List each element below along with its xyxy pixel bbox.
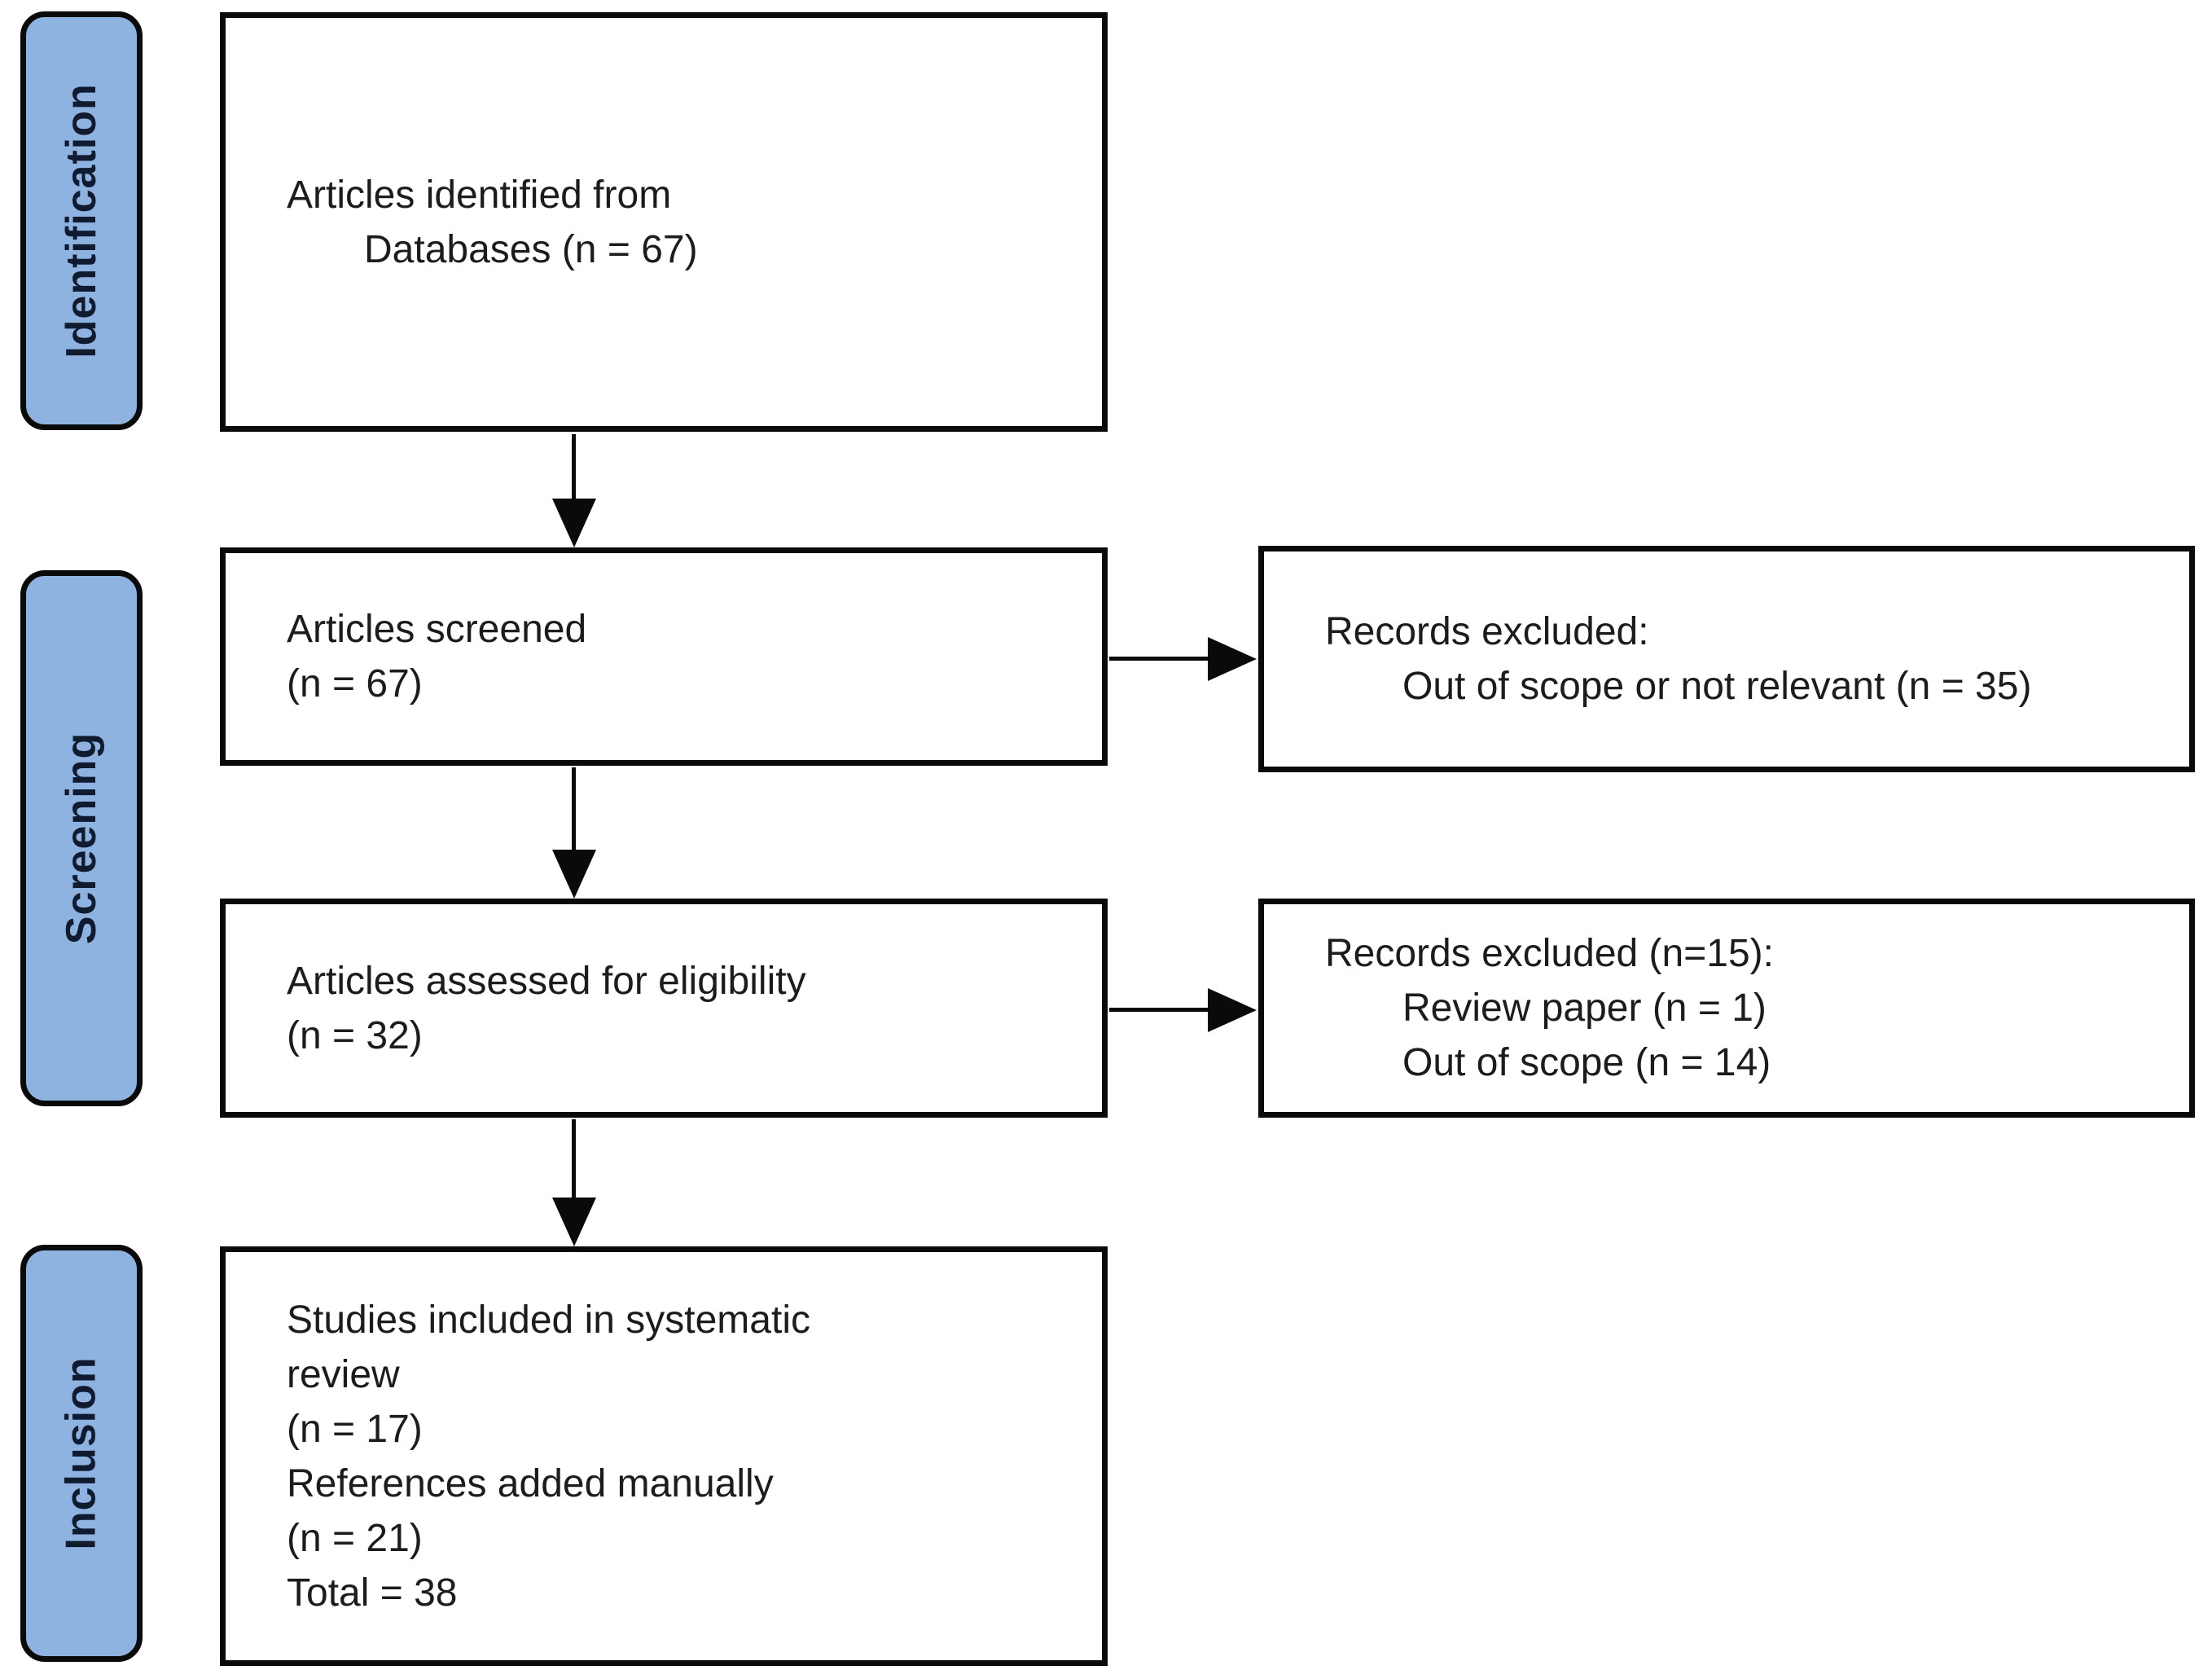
- stage-label-screening-text: Screening: [58, 732, 106, 945]
- box-included-line-5: (n = 21): [287, 1516, 423, 1560]
- box-identified-line-1: Articles identified from: [287, 173, 672, 217]
- box-assessed-line-2: (n = 32): [287, 1013, 423, 1057]
- box-included-line-1: Studies included in systematic: [287, 1298, 810, 1342]
- arrow-assessed-to-excluded-shaft: [1109, 1008, 1211, 1012]
- arrow-identified-to-screened-shaft: [572, 434, 576, 503]
- arrow-assessed-to-included-head-icon: [552, 1198, 596, 1246]
- box-excluded-eligibility-line-3: Out of scope (n = 14): [1402, 1041, 1771, 1084]
- stage-label-inclusion: Inclusion: [20, 1245, 143, 1662]
- arrow-screened-to-assessed-head-icon: [552, 850, 596, 899]
- flow-box-articles-assessed: Articles assessed for eligibility (n = 3…: [220, 899, 1108, 1118]
- flow-box-records-excluded-screening: Records excluded: Out of scope or not re…: [1258, 546, 2195, 772]
- stage-label-screening: Screening: [20, 570, 143, 1106]
- box-included-line-2: review: [287, 1352, 400, 1396]
- box-excluded-eligibility-line-2: Review paper (n = 1): [1402, 987, 1767, 1030]
- arrow-screened-to-excluded-head-icon: [1208, 637, 1257, 681]
- box-included-line-4: References added manually: [287, 1461, 774, 1505]
- arrow-assessed-to-included-shaft: [572, 1119, 576, 1199]
- box-excluded-screening-line-2: Out of scope or not relevant (n = 35): [1402, 665, 2032, 708]
- flow-box-studies-included: Studies included in systematic review (n…: [220, 1246, 1108, 1666]
- box-screened-line-1: Articles screened: [287, 608, 587, 651]
- stage-label-inclusion-text: Inclusion: [58, 1356, 105, 1550]
- stage-label-identification: Identification: [20, 11, 143, 430]
- box-identified-line-2: Databases (n = 67): [364, 227, 698, 271]
- box-screened-line-2: (n = 67): [287, 662, 423, 705]
- flow-box-records-excluded-eligibility: Records excluded (n=15): Review paper (n…: [1258, 899, 2195, 1118]
- box-excluded-eligibility-line-1: Records excluded (n=15):: [1325, 932, 1774, 975]
- arrow-screened-to-assessed-shaft: [572, 767, 576, 851]
- stage-label-identification-text: Identification: [58, 83, 105, 358]
- arrow-screened-to-excluded-shaft: [1109, 657, 1211, 661]
- flow-box-articles-screened: Articles screened (n = 67): [220, 547, 1108, 766]
- arrow-assessed-to-excluded-head-icon: [1208, 988, 1257, 1032]
- box-included-line-3: (n = 17): [287, 1407, 423, 1451]
- box-assessed-line-1: Articles assessed for eligibility: [287, 959, 806, 1003]
- flow-box-articles-identified: Articles identified from Databases (n = …: [220, 12, 1108, 432]
- arrow-identified-to-screened-head-icon: [552, 499, 596, 547]
- box-included-line-6: Total = 38: [287, 1571, 458, 1615]
- box-excluded-screening-line-1: Records excluded:: [1325, 610, 1649, 653]
